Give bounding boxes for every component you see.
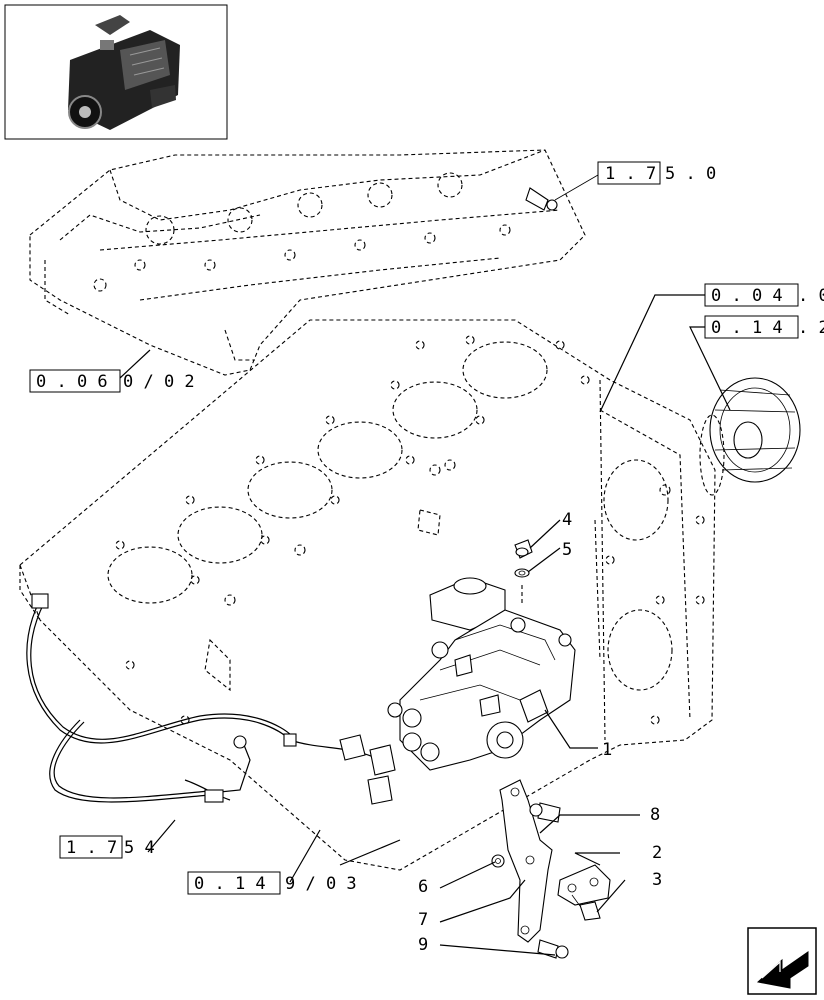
banjo-fitting (514, 539, 533, 559)
engine-block-outline (19, 319, 716, 871)
next-page-arrow-icon (756, 951, 809, 989)
ref-0-04-0-boxed: 0 . 0 4 (711, 286, 783, 306)
bolt-8 (529, 802, 561, 823)
ref-0-14-9-03-rest: 9 / 0 3 (285, 874, 357, 894)
ref-0-06-0-02-rest: 0 / 0 2 (123, 372, 195, 392)
ref-box-1-75-4[interactable]: 1 . 7 5 4 (59, 835, 155, 859)
ref-box-0-04-0[interactable]: 0 . 0 4 . 0 (704, 283, 824, 307)
callout-8: 8 (650, 805, 660, 825)
ref-0-06-0-02-boxed: 0 . 0 6 (36, 372, 108, 392)
callout-2: 2 (652, 843, 662, 863)
ref-1-75-4-rest: 5 4 (124, 838, 155, 858)
pump-bracket (499, 779, 553, 943)
engine-thumbnail[interactable] (4, 4, 228, 140)
ref-0-14-2-rest: . 2 (798, 318, 824, 338)
callout-1: 1 (602, 740, 612, 760)
injection-pump (387, 577, 576, 771)
wiring-harness (26, 593, 396, 805)
ref-box-1-75-0[interactable]: 1 . 7 5 . 0 (597, 161, 716, 185)
ref-1-75-4-boxed: 1 . 7 (66, 838, 117, 858)
callout-5: 5 (562, 540, 572, 560)
ref-0-14-2-boxed: 0 . 1 4 (711, 318, 783, 338)
crankshaft-damper (699, 377, 801, 496)
leader-lines (119, 294, 731, 956)
callout-9: 9 (418, 935, 428, 955)
ref-0-14-9-03-boxed: 0 . 1 4 (194, 874, 266, 894)
temperature-sensor (525, 174, 599, 211)
nut-6 (491, 854, 505, 868)
ref-box-0-14-9-03[interactable]: 0 . 1 4 9 / 0 3 (187, 871, 357, 895)
small-bracket (557, 864, 611, 906)
next-page-button[interactable] (747, 927, 817, 995)
engine-thumbnail-icon (68, 15, 180, 130)
callout-6: 6 (418, 877, 428, 897)
ref-1-75-0-boxed: 1 . 7 (605, 164, 656, 184)
ref-1-75-0-rest: 5 . 0 (665, 164, 716, 184)
sealing-washer (514, 568, 530, 605)
callout-7: 7 (418, 910, 428, 930)
bolt-3 (571, 894, 601, 921)
cylinder-head-outline (29, 149, 586, 376)
ref-box-0-14-2[interactable]: 0 . 1 4 . 2 (704, 315, 824, 339)
ref-0-04-0-rest: . 0 (798, 286, 824, 306)
callout-3: 3 (652, 870, 662, 890)
callout-4: 4 (562, 510, 572, 530)
ref-box-0-06-0-02[interactable]: 0 . 0 6 0 / 0 2 (29, 369, 195, 393)
